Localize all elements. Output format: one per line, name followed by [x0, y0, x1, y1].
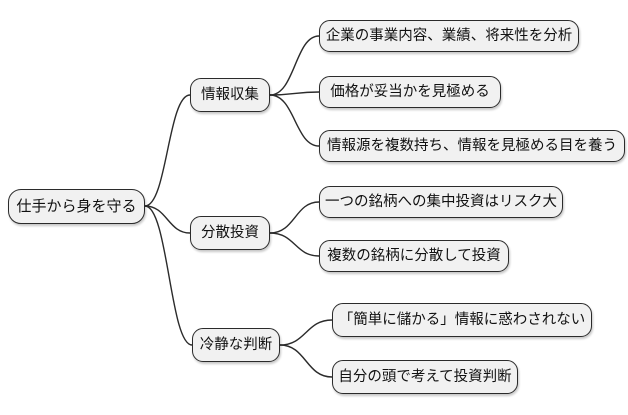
connector-branch0-to-leaf0 — [269, 35, 320, 96]
leaf-node-diversify-across-stocks: 複数の銘柄に分散して投資 — [319, 240, 509, 272]
branch-node-diversified-investment: 分散投資 — [190, 216, 270, 250]
leaf-node-concentration-risk: 一つの銘柄への集中投資はリスク大 — [319, 186, 563, 218]
connector-branch1-to-leaf0 — [269, 201, 320, 234]
branch-node-calm-judgment: 冷静な判断 — [192, 328, 280, 362]
connector-branch0-to-leaf1 — [269, 91, 320, 96]
connector-branch1-to-leaf1 — [269, 232, 320, 257]
connector-branch0-to-leaf2 — [269, 94, 320, 147]
root-node: 仕手から身を守る — [8, 189, 145, 224]
connector-root-to-branch-1 — [144, 205, 191, 234]
leaf-node-think-for-yourself: 自分の頭で考えて投資判断 — [332, 360, 518, 394]
leaf-node-easy-profit-warning: 「簡単に儲かる」情報に惑わされない — [332, 303, 592, 337]
leaf-node-analyze-business-performance: 企業の事業内容、業績、将来性を分析 — [319, 20, 579, 52]
connector-root-to-branch-0 — [144, 94, 191, 207]
connector-branch2-to-leaf0 — [279, 319, 333, 346]
connector-branch2-to-leaf1 — [279, 344, 333, 378]
branch-node-information-gathering: 情報収集 — [190, 78, 270, 112]
leaf-node-assess-fair-price: 価格が妥当かを見極める — [319, 76, 501, 108]
connector-root-to-branch-2 — [144, 205, 193, 346]
leaf-node-multiple-information-sources: 情報源を複数持ち、情報を見極める目を養う — [319, 130, 625, 162]
